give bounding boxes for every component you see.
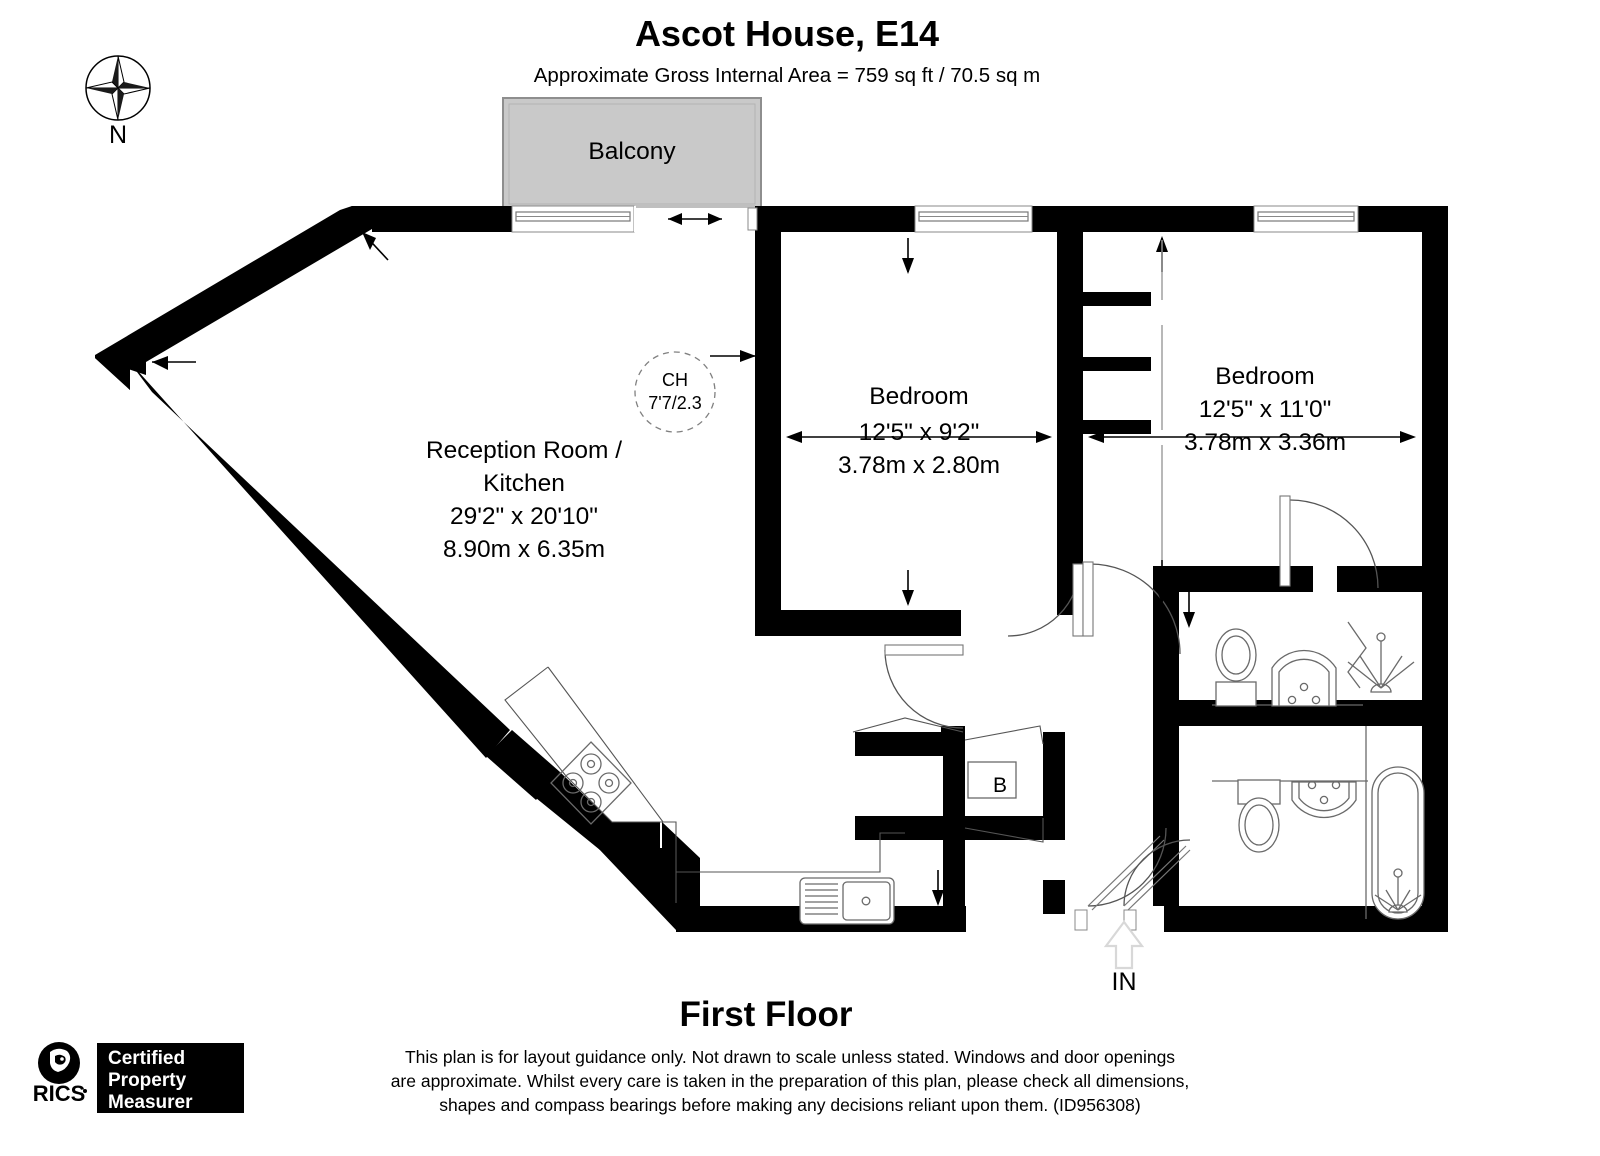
entrance-marker: IN [1103,920,1145,996]
kitchen-fixtures [504,666,905,925]
toilet-icon-2 [1237,779,1281,853]
rics-brand-text: RICS [33,1081,86,1106]
disclaimer-text: This plan is for layout guidance only. N… [391,1047,1190,1115]
room-label-bedroom-1: Bedroom 12'5" x 9'2" 3.78m x 2.80m [838,383,1000,479]
reception-label-line2: Kitchen [483,470,565,497]
dimension-markers [152,231,1416,906]
bedroom2-label-line3: 3.78m x 3.36m [1184,429,1346,456]
compass-north-label: N [109,121,127,149]
interior-walls [755,206,1448,914]
boiler-cupboard: B [967,761,1017,799]
window-balcony-door [511,205,635,233]
door-swings [852,495,1379,911]
room-balcony: Balcony [502,97,762,211]
bedroom1-label-line2: 12'5" x 9'2" [859,419,980,446]
bathroom-fixtures [1212,726,1425,920]
boiler-label: B [993,774,1007,797]
basin-icon-1 [1271,649,1337,707]
disclaimer-line-3: shapes and compass bearings before makin… [439,1095,1140,1115]
sliding-door-arrows [634,204,758,232]
ceiling-height-label: CH [662,370,688,390]
rics-lion-icon [38,1042,80,1084]
balcony-label: Balcony [588,138,676,165]
rics-badge-line1: Certified [108,1048,185,1069]
compass-rose-icon [85,55,151,121]
page-title: Ascot House, E14 [635,13,939,54]
sink-icon [799,877,895,925]
disclaimer-line-2: are approximate. Whilst every care is ta… [391,1071,1190,1091]
bedroom2-label-line2: 12'5" x 11'0" [1199,396,1332,423]
shower-room-fixtures [1212,621,1415,707]
basin-icon-2 [1291,780,1357,819]
rics-badge-line2: Property [108,1070,187,1091]
bedroom2-label-line1: Bedroom [1215,363,1314,390]
window-bedroom-2 [1253,205,1359,233]
ceiling-height-marker: CH 7'7/2.3 [634,351,716,433]
entrance-label: IN [1112,968,1137,996]
page-subtitle: Approximate Gross Internal Area = 759 sq… [534,64,1041,87]
bedroom1-label-line1: Bedroom [869,383,968,410]
rics-logo: RICS Certified Property Measurer [33,1042,244,1113]
entrance-door-opening [1065,906,1164,932]
windows [511,204,1359,932]
exterior-walls [95,206,1448,932]
toilet-icon-1 [1215,628,1257,707]
floor-label: First Floor [679,995,852,1034]
room-label-reception-kitchen: Reception Room / Kitchen 29'2" x 20'10" … [426,437,622,563]
reception-label-line1: Reception Room / [426,437,622,464]
reception-label-line3: 29'2" x 20'10" [450,503,598,530]
disclaimer-line-1: This plan is for layout guidance only. N… [405,1047,1175,1067]
window-bedroom-1 [914,205,1033,233]
hob-icon [550,741,632,825]
bedroom1-label-line3: 3.78m x 2.80m [838,452,1000,479]
rics-badge-line3: Measurer [108,1092,193,1113]
reception-label-line4: 8.90m x 6.35m [443,536,605,563]
shower-head-icon-1 [1347,632,1415,693]
ceiling-height-value: 7'7/2.3 [648,393,701,413]
room-label-bedroom-2: Bedroom 12'5" x 11'0" 3.78m x 3.36m [1184,363,1346,456]
bathtub-icon [1371,766,1425,920]
